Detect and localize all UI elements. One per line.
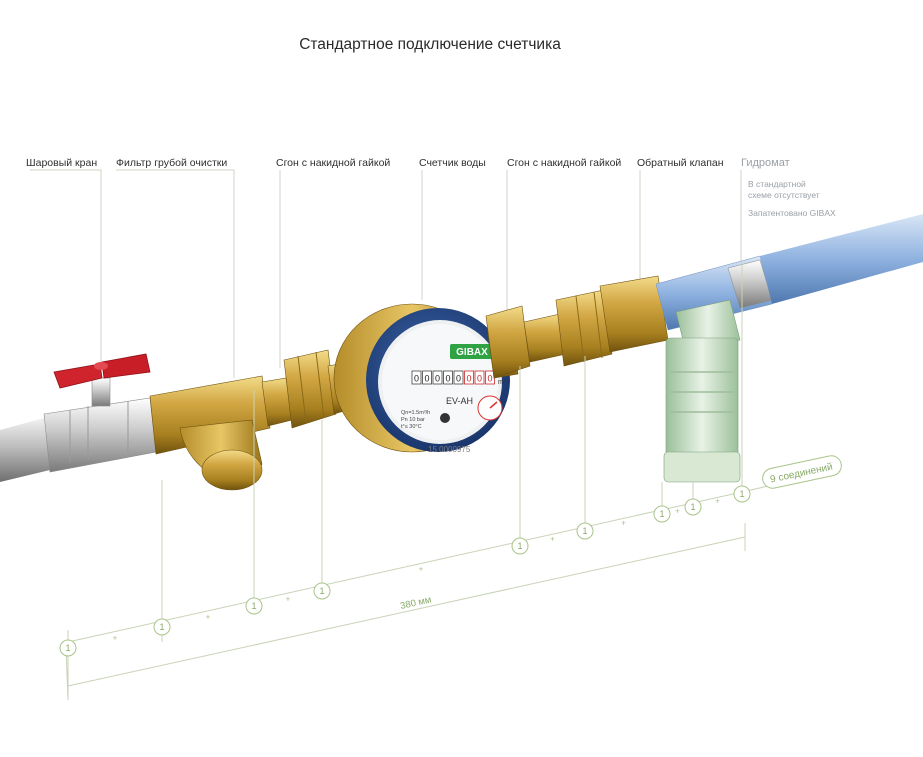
connection-plus-mark: + <box>715 497 720 506</box>
leader-ball-valve <box>30 169 102 366</box>
label-union-nut-left: Сгон с накидной гайкой <box>276 157 391 169</box>
meter-digit: 0 <box>487 374 492 384</box>
connection-marker-label: 1 <box>517 541 522 551</box>
valve-handle-right <box>101 353 151 379</box>
connection-marker: 1 <box>733 485 751 503</box>
coarse-filter <box>149 375 271 491</box>
connection-marker: 1 <box>576 522 594 540</box>
label-union-nut-right: Сгон с накидной гайкой <box>507 157 622 169</box>
connection-marker-label: 1 <box>251 601 256 611</box>
connection-plus-mark: + <box>621 519 626 528</box>
meter-serial: 15 0000975 <box>428 445 471 454</box>
meter-digit-box <box>422 370 432 385</box>
leader-lines <box>30 169 742 378</box>
label-coarse-filter: Фильтр грубой очистки <box>116 157 228 169</box>
connection-marker-label: 1 <box>739 489 744 499</box>
hydromat-note-patent: Запатентовано GIBAX <box>748 208 836 218</box>
meter-brand: GIBAX <box>456 347 488 358</box>
meter-digit: 0 <box>435 374 440 384</box>
connection-marker: 1 <box>59 639 77 657</box>
connection-plus-mark: + <box>113 634 118 643</box>
page-title: Стандартное подключение счетчика <box>299 36 561 53</box>
meter-digit-box <box>411 370 422 385</box>
hydromat-note-line2: схеме отсутствует <box>748 190 820 200</box>
connection-plus-mark: + <box>675 507 680 516</box>
label-water-meter: Счетчик воды <box>419 157 486 169</box>
meter-digit: 0 <box>424 374 429 384</box>
meter-digit-box <box>453 370 464 385</box>
ball-valve <box>43 353 157 473</box>
connection-marker-label: 1 <box>582 526 587 536</box>
connection-marker: 1 <box>511 537 529 555</box>
connection-marker-label: 1 <box>319 586 324 596</box>
meter-digit: 0 <box>414 374 419 384</box>
meter-model: EV-AH <box>446 396 473 406</box>
connection-plus-mark: + <box>419 565 424 574</box>
connection-marker: 1 <box>653 505 671 523</box>
connection-plus-mark: + <box>550 535 555 544</box>
meter-spec-2: Pn 10 bar <box>401 417 425 423</box>
connection-marker: 1 <box>245 597 263 615</box>
connection-marker: 1 <box>153 618 171 636</box>
meter-digit: 0 <box>445 374 450 384</box>
label-check-valve: Обратный клапан <box>637 157 724 169</box>
union-nut-left <box>261 349 355 429</box>
label-hydromat: Гидромат <box>741 157 790 169</box>
meter-spec-1: Qn=1.5m³/h <box>401 410 430 416</box>
hydromat-note-line1: В стандартной <box>748 179 806 189</box>
check-valve <box>555 275 669 367</box>
meter-digit-box <box>432 370 443 385</box>
hydromat <box>663 299 741 483</box>
meter-digit: 0 <box>477 374 482 384</box>
connection-marker-label: 1 <box>159 622 164 632</box>
connection-marker: 1 <box>684 498 702 516</box>
inlet-pipe <box>0 418 50 482</box>
meter-brand-badge <box>450 344 494 359</box>
connections-total: 9 соединений <box>762 455 842 489</box>
connection-marker: 1 <box>313 582 331 600</box>
union-nut-right <box>485 305 567 379</box>
label-ball-valve: Шаровый кран <box>26 157 98 169</box>
meter-digit-box <box>443 370 453 385</box>
meter-unit: m³ <box>498 379 507 386</box>
meter-spec-3: t°≤ 30°C <box>401 424 422 430</box>
connection-markers: 1 1 1 1 1 1 1 1 1 + + + + + + + + <box>59 485 751 657</box>
meter-digit: 0 <box>456 374 461 384</box>
meter-star-wheel <box>440 413 450 423</box>
meter-digit-box <box>464 370 474 385</box>
connection-plus-mark: + <box>206 613 211 622</box>
valve-handle-left <box>53 363 103 389</box>
leader-filter <box>116 169 235 378</box>
meter-digit: 0 <box>466 374 471 384</box>
connection-marker-label: 1 <box>690 502 695 512</box>
meter-digit-box <box>474 370 485 385</box>
connection-plus-mark: + <box>286 595 291 604</box>
connection-marker-label: 1 <box>659 509 664 519</box>
connection-marker-label: 1 <box>65 643 70 653</box>
